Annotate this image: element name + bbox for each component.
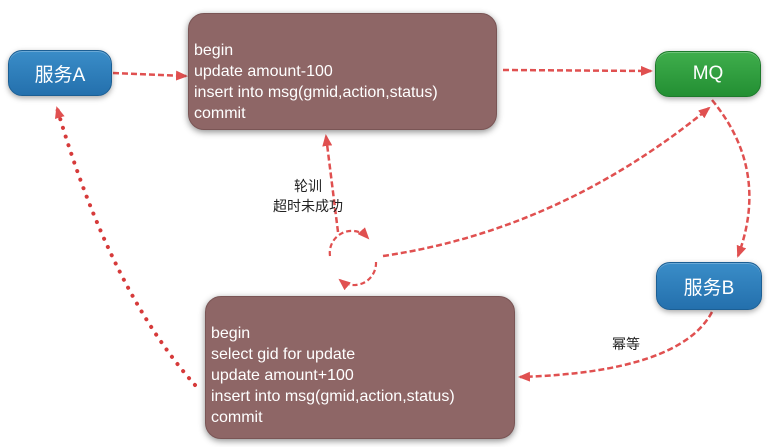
arrow-polling-to-mq bbox=[382, 106, 711, 258]
service-b-node: 服务B bbox=[656, 262, 762, 310]
arrow-polling-to-top bbox=[322, 134, 340, 233]
mq-node: MQ bbox=[655, 51, 761, 97]
service-a-node: 服务A bbox=[8, 50, 112, 96]
arrow-mq-to-service-b bbox=[711, 99, 751, 258]
arrow-service-a-to-top bbox=[112, 70, 188, 81]
arrow-service-b-to-bottom bbox=[518, 311, 714, 382]
bottom-code-line: begin bbox=[211, 325, 251, 342]
refresh-cycle-icon bbox=[328, 227, 378, 291]
top-transaction-block: begin update amount-100 insert into msg(… bbox=[188, 13, 497, 130]
bottom-code-line: update amount+100 bbox=[211, 367, 354, 384]
bottom-code-line: commit bbox=[211, 409, 263, 426]
top-code-line: update amount-100 bbox=[194, 63, 333, 80]
bottom-code-line: select gid for update bbox=[211, 346, 356, 363]
top-code-line: insert into msg(gmid,action,status) bbox=[194, 84, 438, 101]
top-code-line: commit bbox=[194, 105, 246, 122]
idempotent-label: 幂等 bbox=[612, 334, 640, 354]
arrow-top-to-mq bbox=[502, 65, 653, 76]
polling-label-line1: 轮训 bbox=[294, 178, 322, 194]
top-code-line: begin bbox=[194, 42, 234, 59]
arrow-bottom-to-service-a bbox=[54, 106, 197, 387]
idempotent-label-text: 幂等 bbox=[612, 336, 640, 352]
polling-label: 轮训 超时未成功 bbox=[258, 176, 358, 216]
bottom-code-line: insert into msg(gmid,action,status) bbox=[211, 388, 455, 405]
bottom-transaction-block: begin select gid for update update amoun… bbox=[205, 296, 515, 439]
mq-label: MQ bbox=[692, 63, 724, 84]
service-a-label: 服务A bbox=[34, 64, 86, 86]
polling-label-line2: 超时未成功 bbox=[273, 198, 343, 214]
service-b-label: 服务B bbox=[683, 277, 735, 299]
